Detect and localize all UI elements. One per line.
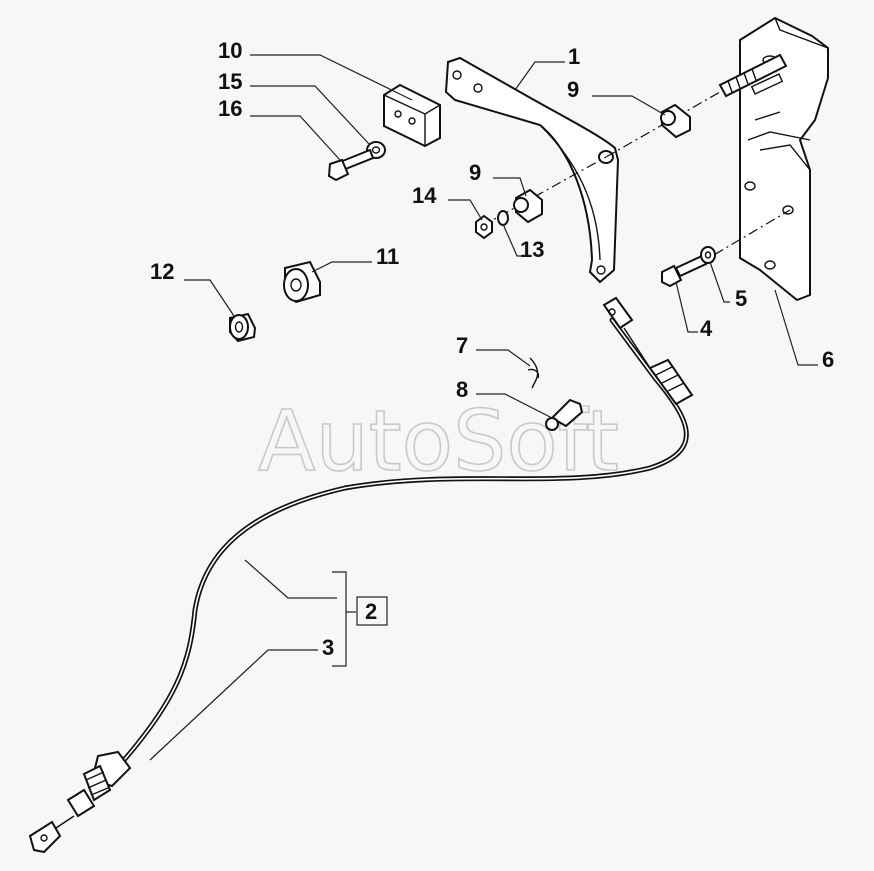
rubber-block bbox=[383, 83, 441, 148]
label-part-10: 10 bbox=[218, 38, 242, 63]
spacer-9-upper bbox=[660, 103, 691, 139]
label-part-2: 2 bbox=[365, 599, 377, 624]
label-part-1: 1 bbox=[568, 44, 580, 69]
bolt-16 bbox=[327, 148, 375, 182]
bolt-4 bbox=[661, 254, 708, 288]
label-part-8: 8 bbox=[456, 377, 468, 402]
spacer-9-lower bbox=[513, 188, 543, 224]
washer-13 bbox=[497, 210, 509, 226]
bushing-12 bbox=[229, 312, 257, 343]
label-part-5: 5 bbox=[735, 286, 747, 311]
label-part-11: 11 bbox=[376, 244, 399, 269]
label-part-6: 6 bbox=[822, 347, 834, 372]
bracket-arm bbox=[444, 56, 620, 284]
bushing-11 bbox=[283, 260, 321, 304]
label-part-3: 3 bbox=[322, 635, 334, 660]
label-part-7: 7 bbox=[456, 333, 468, 358]
label-part-13: 13 bbox=[520, 237, 544, 262]
washer-5 bbox=[700, 246, 716, 264]
label-part-9-lower: 9 bbox=[469, 160, 481, 185]
leader-lines bbox=[149, 54, 818, 761]
label-part-4: 4 bbox=[700, 316, 713, 341]
label-part-16: 16 bbox=[218, 96, 242, 121]
mounting-plate bbox=[718, 16, 829, 302]
label-part-14: 14 bbox=[412, 183, 437, 208]
label-part-12: 12 bbox=[150, 259, 174, 284]
clip-7 bbox=[527, 357, 540, 389]
label-part-15: 15 bbox=[218, 69, 242, 94]
control-cable bbox=[28, 296, 694, 854]
watermark-text: AutoSoft bbox=[258, 392, 619, 490]
nut-14 bbox=[475, 214, 493, 240]
label-part-9-upper: 9 bbox=[567, 77, 579, 102]
